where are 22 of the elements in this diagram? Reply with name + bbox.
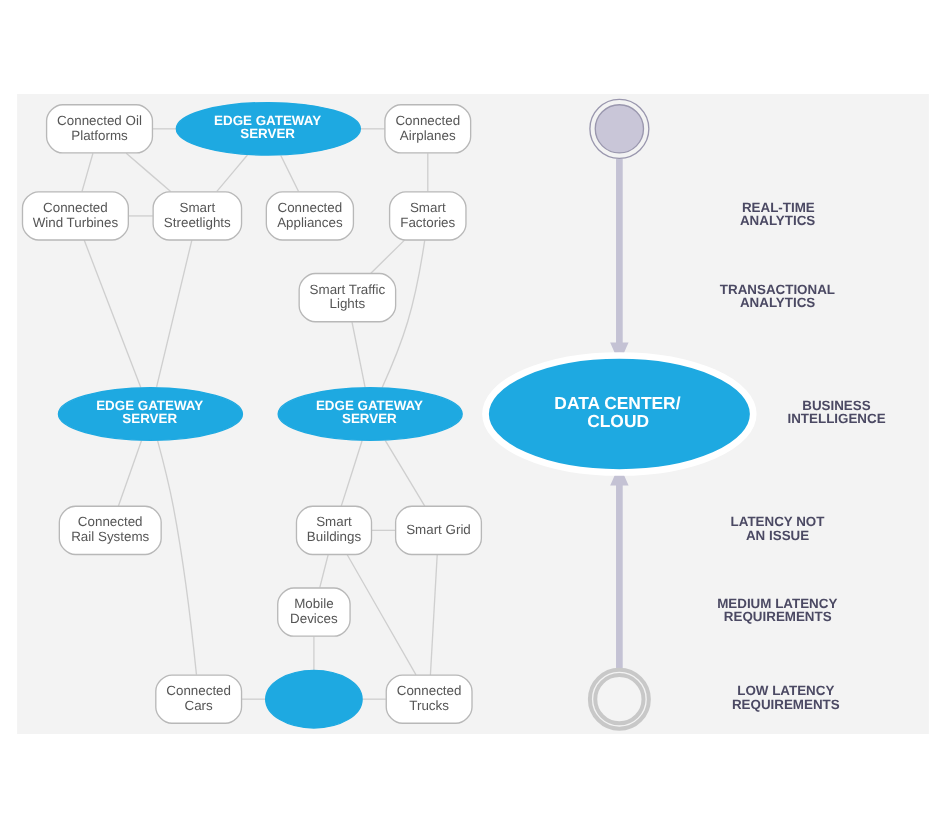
connector — [81, 151, 94, 192]
connector — [427, 151, 429, 192]
connector — [381, 238, 426, 388]
connector — [216, 153, 249, 191]
connector — [155, 238, 193, 387]
connector — [370, 238, 406, 273]
connector — [346, 553, 417, 675]
connector — [384, 438, 426, 506]
connector — [340, 438, 363, 506]
connector — [429, 553, 438, 675]
connector — [117, 438, 143, 506]
connector — [156, 438, 198, 675]
node-ellipse: DATA CENTER/ CLOUD — [482, 351, 757, 475]
connector — [319, 552, 329, 588]
connector — [83, 238, 142, 388]
connector — [125, 151, 172, 192]
node-picture — [589, 97, 650, 158]
connector — [280, 153, 300, 192]
node-picture — [587, 666, 651, 730]
connector — [370, 528, 397, 530]
node-cloud — [265, 668, 363, 728]
connector — [351, 320, 366, 387]
